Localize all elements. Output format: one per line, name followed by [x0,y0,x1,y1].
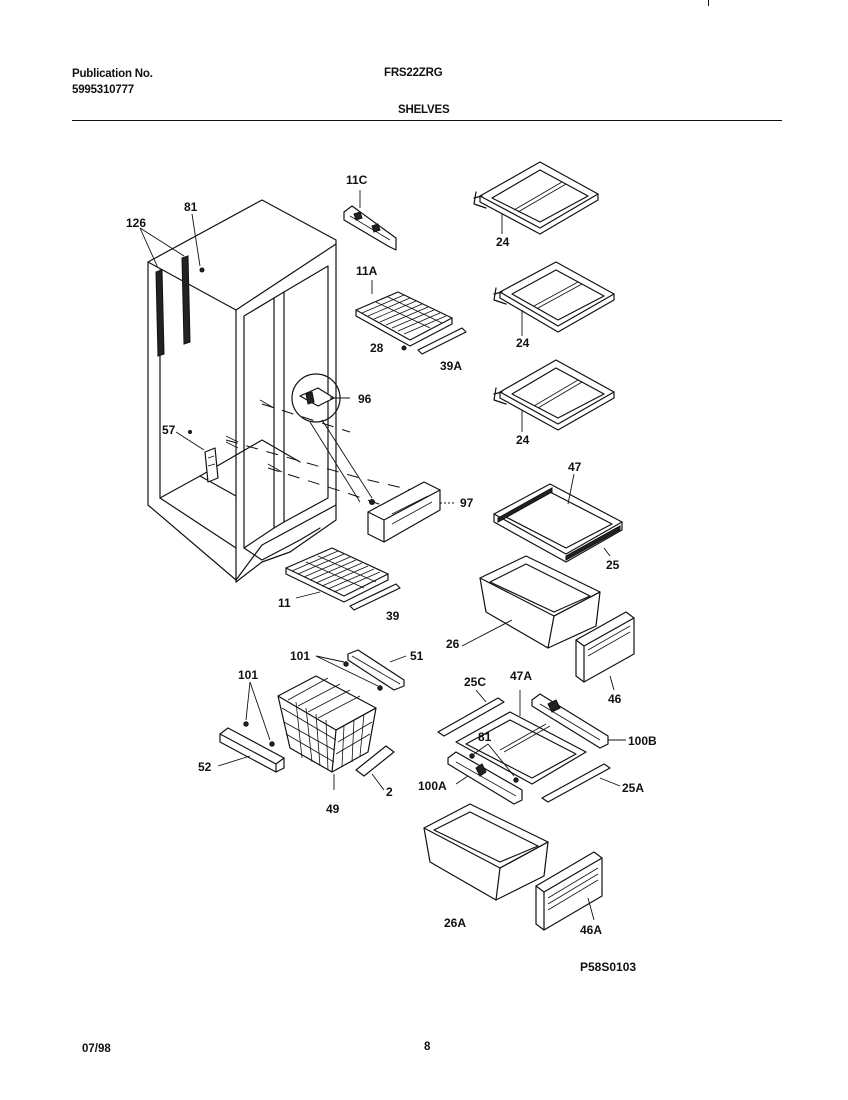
label-25A: 25A [622,781,644,795]
drawing-id: P58S0103 [580,960,636,974]
label-96: 96 [358,392,372,406]
part-26-crisper-drawer [461,555,601,649]
label-24-a: 24 [496,235,510,249]
label-100A: 100A [418,779,447,793]
label-81-bottom: 81 [478,730,492,744]
part-100B-bracket [531,693,626,749]
label-26: 26 [446,637,460,651]
footer-date: 07/98 [82,1043,111,1055]
header-rule [72,120,782,121]
label-24-c: 24 [516,433,530,447]
label-25: 25 [606,558,620,572]
model-number: FRS22ZRG [384,67,443,79]
part-46A-drawer-front [535,851,603,931]
publication-number: 5995310777 [72,84,134,96]
label-11: 11 [278,596,291,610]
label-51: 51 [410,649,424,663]
publication-label: Publication No. [72,68,153,80]
part-97-module [367,481,456,543]
part-11-wire-shelf [285,547,401,611]
label-81-top: 81 [184,200,198,214]
label-11C: 11C [346,173,368,187]
label-26A: 26A [444,916,466,930]
part-24-shelf-2 [493,261,615,336]
label-2: 2 [386,785,393,799]
part-47-crisper-cover [493,473,623,563]
part-11C-bracket [343,190,397,251]
label-100B: 100B [628,734,657,748]
label-11A: 11A [356,264,378,278]
label-39: 39 [386,609,400,623]
label-47: 47 [568,460,582,474]
label-52: 52 [198,760,212,774]
label-126: 126 [126,216,146,230]
part-49-wire-basket [277,675,377,790]
part-11A-wire-shelf [355,280,467,355]
label-101-left: 101 [238,668,258,682]
label-97: 97 [460,496,474,510]
label-49: 49 [326,802,340,816]
part-47A-crisper-cover [455,690,587,785]
label-25C: 25C [464,675,486,689]
section-title: SHELVES [398,104,450,116]
part-46-drawer-front [575,611,635,691]
label-101-top: 101 [290,649,310,663]
part-100A-bracket [447,743,523,805]
part-96-detail [291,373,373,503]
part-25A-rail [541,763,621,803]
part-24-shelf-1 [473,161,599,235]
label-47A: 47A [510,669,532,683]
part-25C-rail [437,689,505,737]
corner-tick [708,0,709,6]
label-46A: 46A [580,923,602,937]
footer-page-number: 8 [424,1041,431,1053]
label-24-b: 24 [516,336,530,350]
part-26A-drawer [423,803,549,901]
part-2-roller [355,745,395,791]
part-52-slide [217,681,285,773]
cabinet-illustration [147,199,337,583]
part-51-trim [315,649,407,691]
label-57: 57 [162,423,176,437]
label-46: 46 [608,692,622,706]
label-39A: 39A [440,359,462,373]
label-28: 28 [370,341,384,355]
part-24-shelf-3 [493,359,615,432]
